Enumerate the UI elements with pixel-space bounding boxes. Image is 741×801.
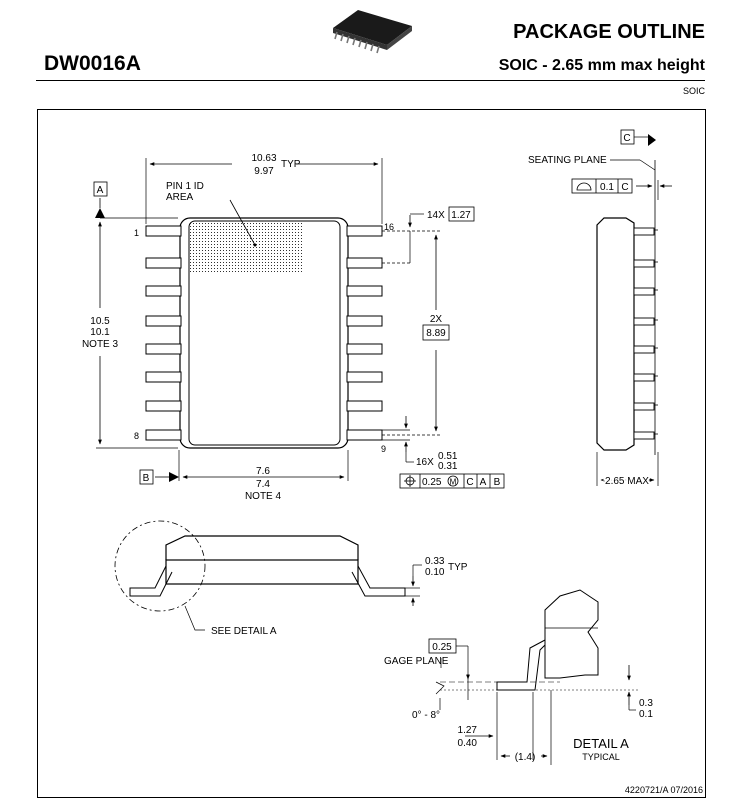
package-body-inner: [188, 220, 341, 446]
pin-8-label: 8: [134, 431, 139, 441]
see-detail-a: SEE DETAIL A: [211, 626, 277, 637]
height-max: 2.65 MAX: [605, 476, 649, 487]
foot-length-min: 0.40: [458, 738, 478, 749]
pitch-count: 14X: [427, 210, 445, 221]
span-count: 2X: [430, 314, 443, 325]
tolerance-ref-b: B: [494, 477, 501, 488]
body-max: 7.6: [256, 466, 270, 477]
package-title: PACKAGE OUTLINE: [513, 21, 705, 43]
body-min: 7.4: [256, 479, 270, 490]
lead-side-view: [114, 520, 422, 631]
right-leads: [346, 225, 383, 441]
package-tag: SOIC: [682, 86, 705, 96]
pin-1-label: 1: [134, 228, 139, 238]
flatness-ref: C: [621, 182, 628, 193]
document-id: DW0016A: [44, 52, 141, 75]
pin1-area-label: AREA: [166, 192, 194, 203]
pin-9-label: 9: [381, 444, 386, 454]
span-typ: TYP: [281, 159, 301, 170]
lead-thickness-typ: TYP: [448, 562, 468, 573]
lead-thickness-min: 0.10: [425, 567, 445, 578]
package-subtitle: SOIC - 2.65 mm max height: [498, 57, 705, 74]
pin-16-label: 16: [384, 222, 394, 232]
drawing-frame: [37, 109, 706, 798]
drawing-number: 4220721/A 07/2016: [625, 785, 703, 795]
datum-c: C: [623, 133, 630, 144]
header-rule: [36, 80, 705, 81]
svg-text:M: M: [450, 478, 457, 487]
detail-a: [428, 589, 640, 765]
foot-length-max: 1.27: [458, 725, 478, 736]
top-view: M: [93, 158, 505, 489]
span-min: 9.97: [254, 166, 274, 177]
width-note: NOTE 3: [82, 339, 119, 350]
side-view: [571, 129, 672, 486]
tolerance-ref-c: C: [466, 477, 473, 488]
detail-a-title: DETAIL A: [573, 736, 629, 751]
angle-range: 0° - 8°: [412, 710, 440, 721]
lead-min: 0.31: [438, 461, 458, 472]
lead-count: 16X: [416, 457, 434, 468]
foot-reference: (1.4): [515, 752, 536, 763]
lead-max: 0.51: [438, 451, 458, 462]
span-max: 10.63: [251, 153, 276, 164]
standoff-min: 0.1: [639, 709, 653, 720]
pitch-value: 1.27: [451, 210, 471, 221]
width-min: 10.1: [90, 327, 110, 338]
detail-a-subtitle: TYPICAL: [582, 752, 620, 762]
chip-icon: [333, 10, 412, 54]
seating-plane-label: SEATING PLANE: [528, 155, 607, 166]
datum-a: A: [97, 185, 104, 196]
width-max: 10.5: [90, 316, 110, 327]
datum-b: B: [143, 473, 150, 484]
tolerance-value: 0.25: [422, 477, 442, 488]
gage-value: 0.25: [432, 642, 452, 653]
gage-plane-label: GAGE PLANE: [384, 656, 449, 667]
span-value: 8.89: [426, 328, 446, 339]
tolerance-ref-a: A: [480, 477, 487, 488]
flatness-value: 0.1: [600, 182, 614, 193]
pin1-id-label: PIN 1 ID: [166, 181, 204, 192]
package-body-outer: [179, 217, 349, 449]
left-leads: [145, 225, 182, 441]
standoff-max: 0.3: [639, 698, 653, 709]
lead-thickness-max: 0.33: [425, 556, 445, 567]
body-note: NOTE 4: [245, 491, 282, 502]
